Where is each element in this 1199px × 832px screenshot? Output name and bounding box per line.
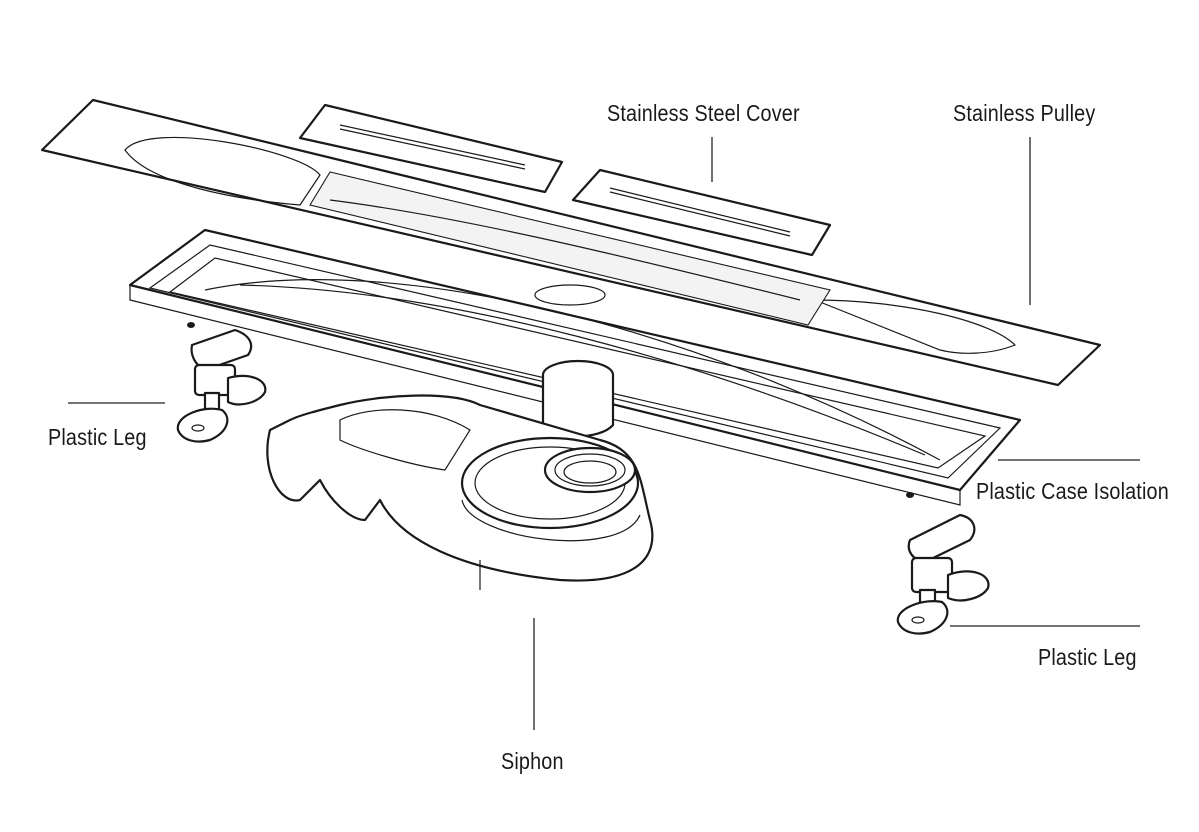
label-plastic-leg-left: Plastic Leg (48, 424, 147, 450)
siphon (266, 359, 654, 590)
inner-channel (309, 171, 831, 326)
label-stainless-steel-cover: Stainless Steel Cover (607, 100, 800, 126)
label-siphon: Siphon (501, 748, 564, 774)
plastic-leg-right (896, 492, 990, 635)
label-stainless-pulley: Stainless Pulley (953, 100, 1096, 126)
stainless-steel-cover-right (571, 168, 832, 257)
label-plastic-leg-right: Plastic Leg (1038, 644, 1137, 670)
stainless-steel-cover-left (298, 103, 564, 194)
label-plastic-case-isolation: Plastic Case Isolation (976, 478, 1169, 504)
plastic-leg-left (176, 322, 267, 443)
